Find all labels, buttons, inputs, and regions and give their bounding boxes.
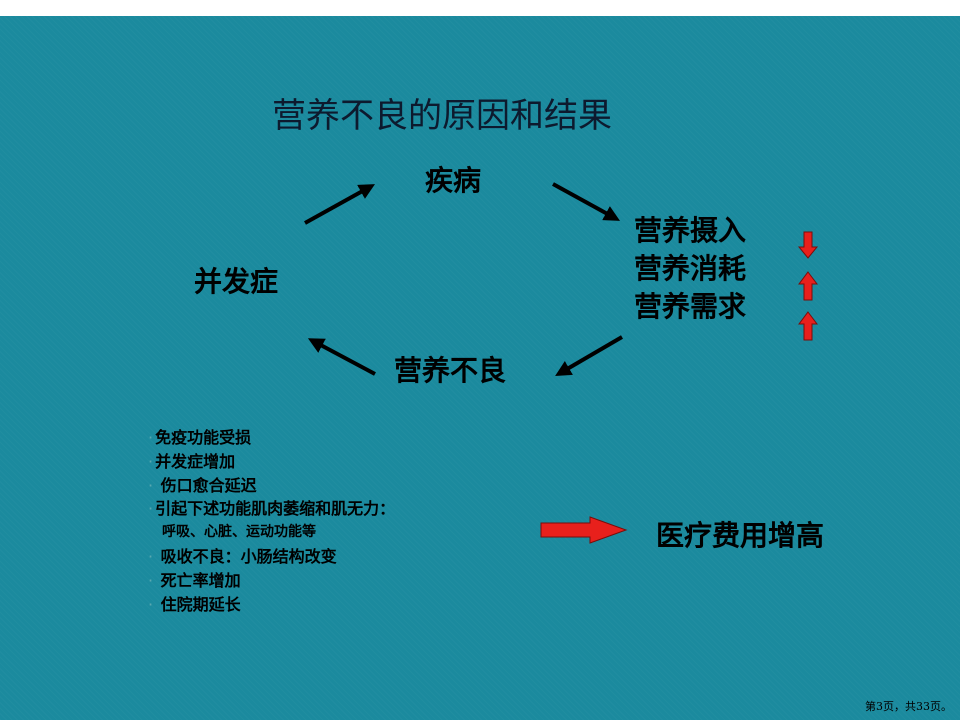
arrow-up-red-icon xyxy=(798,271,818,301)
consequence-item: · 住院期延长 xyxy=(148,594,241,614)
nutrition-intake: 营养摄入 xyxy=(634,214,747,247)
consequence-item: · 伤口愈合延迟 xyxy=(148,475,257,495)
consequence-item: · 死亡率增加 xyxy=(148,570,241,590)
nutrition-demand: 营养需求 xyxy=(634,290,747,323)
arrow-down-red-icon xyxy=(797,231,819,259)
consequence-subitem: 呼吸、心脏、运动功能等 xyxy=(162,524,316,541)
arrow-right-red-icon xyxy=(540,516,628,544)
consequence-item: ·免疫功能受损 xyxy=(148,428,252,447)
disease-label: 疾病 xyxy=(425,164,482,197)
consequence-item: ·并发症增加 xyxy=(148,451,236,471)
consequence-item: ·引起下述功能肌肉萎缩和肌无力： xyxy=(148,499,396,519)
arrow-disease-to-nutrition-icon xyxy=(552,182,621,221)
arrow-complication-to-disease-icon xyxy=(304,184,375,225)
nutrition-consumption: 营养消耗 xyxy=(634,252,747,285)
complication-label: 并发症 xyxy=(194,265,279,298)
consequence-item: · 吸收不良：小肠结构改变 xyxy=(148,546,337,566)
slide-title: 营养不良的原因和结果 xyxy=(272,96,612,136)
nutrition-list: 营养摄入 营养消耗 营养需求 xyxy=(634,212,746,326)
result-label: 医疗费用增高 xyxy=(656,519,825,552)
arrow-nutrition-to-malnutrition-icon xyxy=(555,335,624,377)
arrow-up-red-icon xyxy=(798,311,818,341)
malnutrition-label: 营养不良 xyxy=(394,354,507,387)
consequence-list: ·免疫功能受损 ·并发症增加 · 伤口愈合延迟 ·引起下述功能肌肉萎缩和肌无力：… xyxy=(148,426,395,616)
page-indicator: 第3页，共33页。 xyxy=(865,700,952,713)
slide: 营养不良的原因和结果 疾病 营养摄入 营养消耗 营养需求 并发症 营养不良 ·免… xyxy=(0,16,960,720)
arrow-malnutrition-to-complication-icon xyxy=(307,338,376,376)
